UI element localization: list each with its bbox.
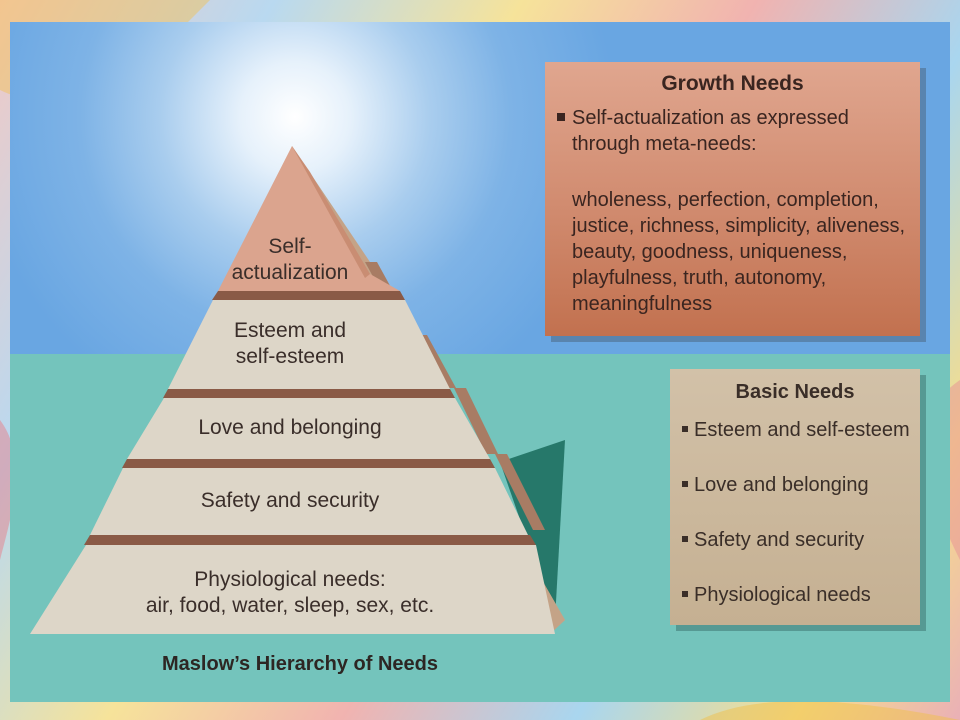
diagram-caption: Maslow’s Hierarchy of Needs [161, 653, 439, 675]
bullet-icon [682, 590, 688, 597]
bullet-icon [682, 535, 688, 542]
diagram-panel: Self- actualization Esteem and self-este… [10, 22, 950, 702]
growth-line: meaningfulness [572, 293, 713, 315]
band-4 [122, 459, 495, 468]
basic-needs-item: Esteem and self-esteem [682, 419, 910, 442]
pyramid [30, 146, 565, 634]
bullet-icon [682, 480, 688, 487]
basic-needs-title: Basic Needs [735, 381, 855, 403]
tier-label-love: Love and belonging [198, 416, 382, 439]
growth-line: beauty, goodness, uniqueness, [572, 241, 848, 263]
band-3 [163, 389, 455, 398]
tier-5-face [30, 545, 555, 634]
growth-line: playfulness, truth, autonomy, [572, 267, 827, 289]
basic-needs-item: Safety and security [682, 529, 864, 552]
band-5 [84, 535, 536, 545]
growth-line: Self-actualization as expressed [572, 107, 849, 129]
tier-4-face [90, 468, 528, 535]
basic-needs-item: Love and belonging [682, 474, 869, 497]
tier-label-safety: Safety and security [200, 489, 380, 512]
growth-line: wholeness, perfection, completion, [572, 189, 879, 211]
tier-label-self-actualization: Self- actualization [231, 235, 349, 284]
tier-label-esteem: Esteem and self-esteem [233, 319, 347, 368]
bullet-icon [557, 113, 565, 121]
basic-needs-box: Basic Needs Esteem and self-esteem Love … [670, 369, 920, 625]
tier-2-face [168, 300, 450, 389]
growth-line: justice, richness, simplicity, aliveness… [572, 215, 906, 237]
tier-3-face [127, 398, 490, 459]
growth-line: through meta-needs: [572, 133, 757, 155]
growth-needs-title: Growth Needs [661, 72, 804, 95]
tier-label-physiological: Physiological needs: air, food, water, s… [145, 568, 435, 617]
growth-needs-box: Growth Needs Self-actualization as expre… [545, 62, 920, 336]
basic-needs-item: Physiological needs [682, 584, 871, 607]
bullet-icon [682, 425, 688, 432]
band-2 [212, 291, 405, 300]
